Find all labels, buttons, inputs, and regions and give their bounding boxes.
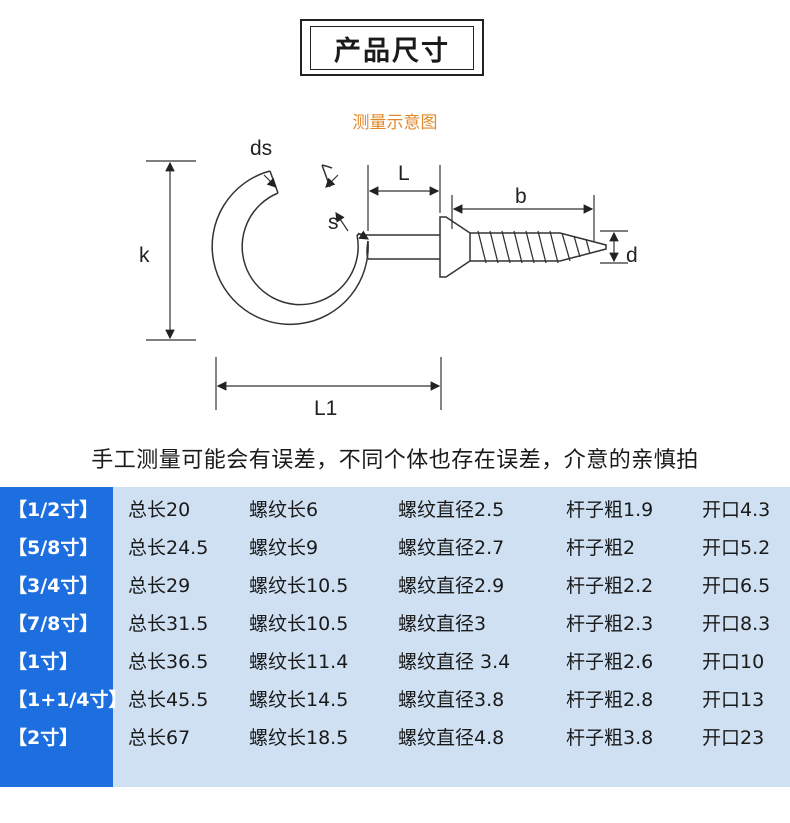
screw-collar (439, 216, 471, 278)
cell-rod: 杆子粗2.2 (566, 574, 654, 597)
cell-size: 【2寸】 (8, 726, 79, 749)
screw-thread (470, 232, 607, 262)
cell-open: 开口5.2 (702, 536, 771, 559)
cell-total: 总长29 (128, 574, 191, 597)
diagram-subtitle: 测量示意图 (352, 113, 438, 133)
cell-rod: 杆子粗3.8 (566, 726, 654, 749)
cell-thread: 螺纹长18.5 (249, 726, 349, 749)
cell-thread: 螺纹长10.5 (249, 612, 349, 635)
label-b: b (515, 185, 527, 208)
cell-open: 开口6.5 (702, 574, 771, 597)
label-d: d (626, 244, 638, 267)
cell-dia: 螺纹直径3 (398, 612, 487, 635)
cell-dia: 螺纹直径4.8 (398, 726, 505, 749)
cell-dia: 螺纹直径3.8 (398, 688, 505, 711)
cell-total: 总长45.5 (128, 688, 209, 711)
cell-size: 【3/4寸】 (8, 574, 99, 597)
eye-screw-diagram: ds s L b k d L1 (139, 137, 638, 420)
cell-total: 总长36.5 (128, 650, 209, 673)
measurement-note: 手工测量可能会有误差，不同个体也存在误差，介意的亲慎拍 (91, 448, 699, 473)
thread-lines (477, 230, 591, 264)
cell-rod: 杆子粗2.6 (566, 650, 654, 673)
table-row: 【3/4寸】 总长29 螺纹长10.5 螺纹直径2.9 杆子粗2.2 开口6.5 (0, 565, 790, 603)
eye-ring (211, 170, 369, 326)
cell-open: 开口13 (702, 688, 765, 711)
section-header: 产品尺寸 (300, 19, 484, 76)
label-L1: L1 (314, 397, 337, 420)
label-ds: ds (250, 137, 272, 160)
cell-thread: 螺纹长10.5 (249, 574, 349, 597)
cell-size: 【5/8寸】 (8, 536, 99, 559)
cell-total: 总长67 (128, 726, 191, 749)
cell-size: 【1+1/4寸】 (8, 688, 128, 711)
cell-open: 开口23 (702, 726, 765, 749)
table-row: 【1寸】 总长36.5 螺纹长11.4 螺纹直径 3.4 杆子粗2.6 开口10 (0, 641, 790, 679)
cell-rod: 杆子粗1.9 (566, 498, 654, 521)
label-k: k (139, 244, 150, 267)
cell-thread: 螺纹长11.4 (249, 650, 349, 673)
cell-rod: 杆子粗2.3 (566, 612, 654, 635)
cell-total: 总长31.5 (128, 612, 209, 635)
size-column-bg (0, 487, 113, 787)
cell-rod: 杆子粗2.8 (566, 688, 654, 711)
cell-open: 开口10 (702, 650, 765, 673)
cell-size: 【1/2寸】 (8, 498, 99, 521)
table-row: 【5/8寸】 总长24.5 螺纹长9 螺纹直径2.7 杆子粗2 开口5.2 (0, 527, 790, 565)
label-L: L (398, 162, 410, 185)
table-row: 【7/8寸】 总长31.5 螺纹长10.5 螺纹直径3 杆子粗2.3 开口8.3 (0, 603, 790, 641)
label-s: s (328, 211, 339, 234)
cell-total: 总长20 (128, 498, 191, 521)
cell-size: 【1寸】 (8, 650, 79, 673)
cell-rod: 杆子粗2 (566, 536, 636, 559)
cell-dia: 螺纹直径2.9 (398, 574, 505, 597)
cell-thread: 螺纹长9 (249, 536, 319, 559)
cell-open: 开口8.3 (702, 612, 771, 635)
cell-size: 【7/8寸】 (8, 612, 99, 635)
cell-thread: 螺纹长6 (249, 498, 319, 521)
cell-thread: 螺纹长14.5 (249, 688, 349, 711)
table-row: 【2寸】 总长67 螺纹长18.5 螺纹直径4.8 杆子粗3.8 开口23 (0, 717, 790, 755)
cell-dia: 螺纹直径2.5 (398, 498, 505, 521)
cell-total: 总长24.5 (128, 536, 209, 559)
page-title: 产品尺寸 (310, 26, 474, 70)
cell-dia: 螺纹直径 3.4 (398, 650, 511, 673)
table-row: 【1+1/4寸】总长45.5 螺纹长14.5 螺纹直径3.8 杆子粗2.8 开口13 (0, 679, 790, 717)
cell-open: 开口4.3 (702, 498, 771, 521)
cell-dia: 螺纹直径2.7 (398, 536, 505, 559)
table-row: 【1/2寸】 总长20 螺纹长6 螺纹直径2.5 杆子粗1.9 开口4.3 (0, 489, 790, 527)
